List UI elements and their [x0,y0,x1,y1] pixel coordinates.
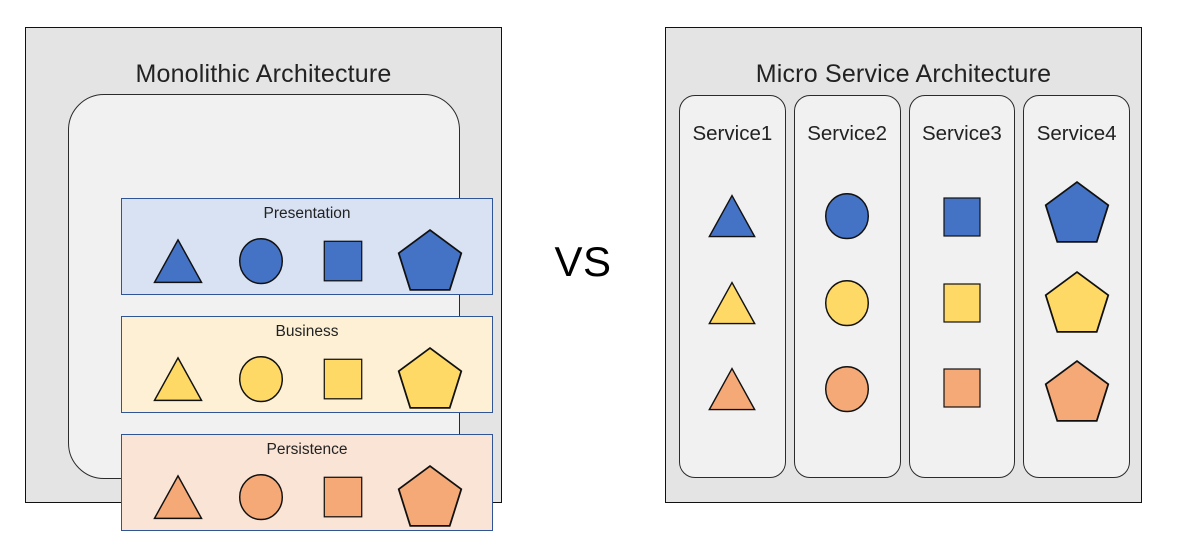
square-shape [323,476,363,518]
shape-slot [705,361,759,415]
versus-label: VS [554,238,612,285]
monolith-application-container: Presentation Business Persistence [68,94,493,531]
layer-business-shapes [122,345,492,411]
pentagon-shape [1044,180,1109,243]
square-shape [323,240,363,282]
circle-shape [239,355,284,403]
circle-shape [239,473,284,521]
service-card-2-shapes [795,146,900,477]
triangle-shape [152,356,203,402]
circle-shape [825,279,870,326]
shape-slot [705,188,759,242]
shape-slot [396,462,464,530]
monolithic-architecture-title: Monolithic Architecture [135,60,392,88]
shape-slot [937,191,987,241]
shape-slot [396,226,464,294]
layer-persistence-label: Persistence [266,441,348,458]
microservice-architecture-panel: Micro Service Architecture Service1 Serv… [665,27,1142,503]
service-card-2-label: Service2 [807,122,887,145]
service-card-1-shapes [680,146,785,477]
shape-slot [150,468,206,524]
shape-slot [937,362,987,412]
shape-slot [317,352,369,404]
layer-persistence-shapes [122,463,492,529]
service-card-4-shapes [1024,146,1129,477]
pentagon-shape [397,346,463,409]
layer-presentation-label: Presentation [263,205,351,222]
circle-shape [825,192,870,239]
layer-business-label: Business [275,323,339,340]
microservice-architecture-title: Micro Service Architecture [755,60,1052,88]
shape-slot [233,232,289,288]
service-card-1[interactable]: Service1 [679,95,786,478]
service-card-1-label: Service1 [692,122,773,145]
circle-shape [239,237,284,285]
shape-slot [317,234,369,286]
service-card-4-label: Service4 [1036,122,1117,145]
service-card-3-label: Service3 [921,122,1002,145]
triangle-shape [708,280,757,324]
shape-slot [150,232,206,288]
service-card-3-shapes [910,146,1015,477]
square-shape [323,358,363,400]
shape-slot [1043,268,1111,336]
layer-business: Business [121,316,493,413]
shape-slot [1043,178,1111,246]
shape-slot [819,274,875,330]
shape-slot [819,360,875,416]
shape-slot [317,470,369,522]
triangle-shape [152,238,203,284]
pentagon-shape [1044,360,1109,423]
square-shape [943,368,981,408]
shape-slot [150,350,206,406]
square-shape [943,282,981,323]
shape-slot [233,468,289,524]
service-card-2[interactable]: Service2 [793,95,901,478]
pentagon-shape [397,464,463,527]
layer-presentation: Presentation [121,198,493,295]
shape-slot [937,277,987,327]
shape-slot [396,344,464,412]
pentagon-shape [1044,270,1109,333]
triangle-shape [152,474,203,520]
shape-slot [819,187,875,243]
service-card-4[interactable]: Service4 [1023,95,1130,478]
shape-slot [233,350,289,406]
square-shape [943,197,981,237]
monolithic-architecture-panel: Monolithic Architecture Presentation Bus… [25,27,502,531]
layer-presentation-shapes [122,227,492,293]
triangle-shape [708,194,757,238]
circle-shape [825,366,870,413]
pentagon-shape [397,228,463,291]
service-card-3[interactable]: Service3 [908,95,1016,478]
triangle-shape [708,366,757,411]
service-card-row: Service1 Service2 Service3 Service4 [679,95,1130,478]
shape-slot [1043,357,1111,425]
shape-slot [705,275,759,329]
layer-persistence: Persistence [121,434,493,531]
